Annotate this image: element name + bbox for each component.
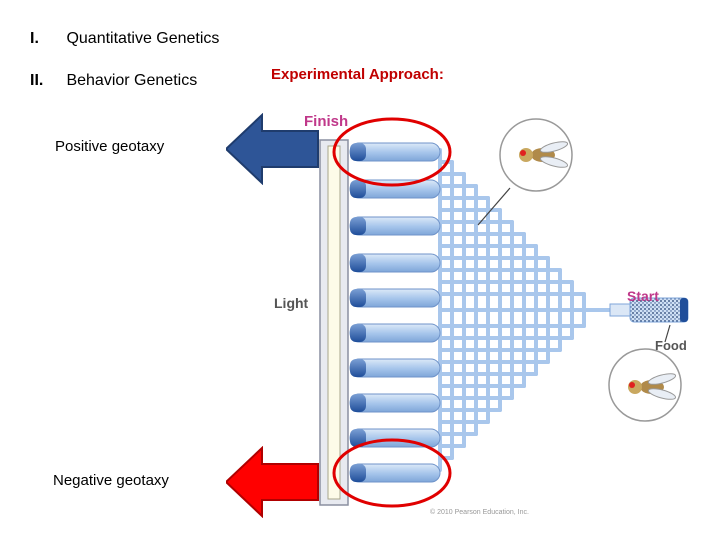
outline-item-1: I. Quantitative Genetics: [30, 30, 219, 48]
maze-grid: [438, 148, 612, 472]
positive-geotaxy-label: Positive geotaxy: [55, 138, 165, 155]
outline-number-1: I.: [30, 30, 39, 47]
geotaxis-maze-figure: Finish Light Start Food © 2010 Pearson E…: [274, 113, 689, 516]
bottom-highlight-circle: [332, 438, 452, 508]
approach-title: Experimental Approach:: [271, 66, 444, 83]
negative-geotaxy-arrow-icon: [226, 446, 319, 518]
light-panel: [319, 139, 349, 506]
fruit-fly-icon: [477, 118, 573, 226]
start-tube: [609, 297, 689, 323]
finish-label: Finish: [304, 113, 348, 130]
outline-item-2: II. Behavior Genetics: [30, 72, 197, 90]
outline-text-2: Behavior Genetics: [66, 72, 198, 89]
negative-geotaxy-label: Negative geotaxy: [53, 472, 169, 489]
outline-text-1: Quantitative Genetics: [66, 30, 220, 47]
light-label: Light: [274, 295, 309, 311]
top-highlight-circle: [332, 117, 452, 187]
positive-geotaxy-arrow-icon: [226, 113, 319, 185]
copyright-text: © 2010 Pearson Education, Inc.: [430, 508, 529, 516]
outline-number-2: II.: [30, 72, 44, 89]
finish-tubes: [349, 142, 441, 483]
start-label: Start: [627, 288, 659, 304]
food-label: Food: [655, 338, 687, 353]
fruit-fly-icon: [608, 324, 682, 422]
